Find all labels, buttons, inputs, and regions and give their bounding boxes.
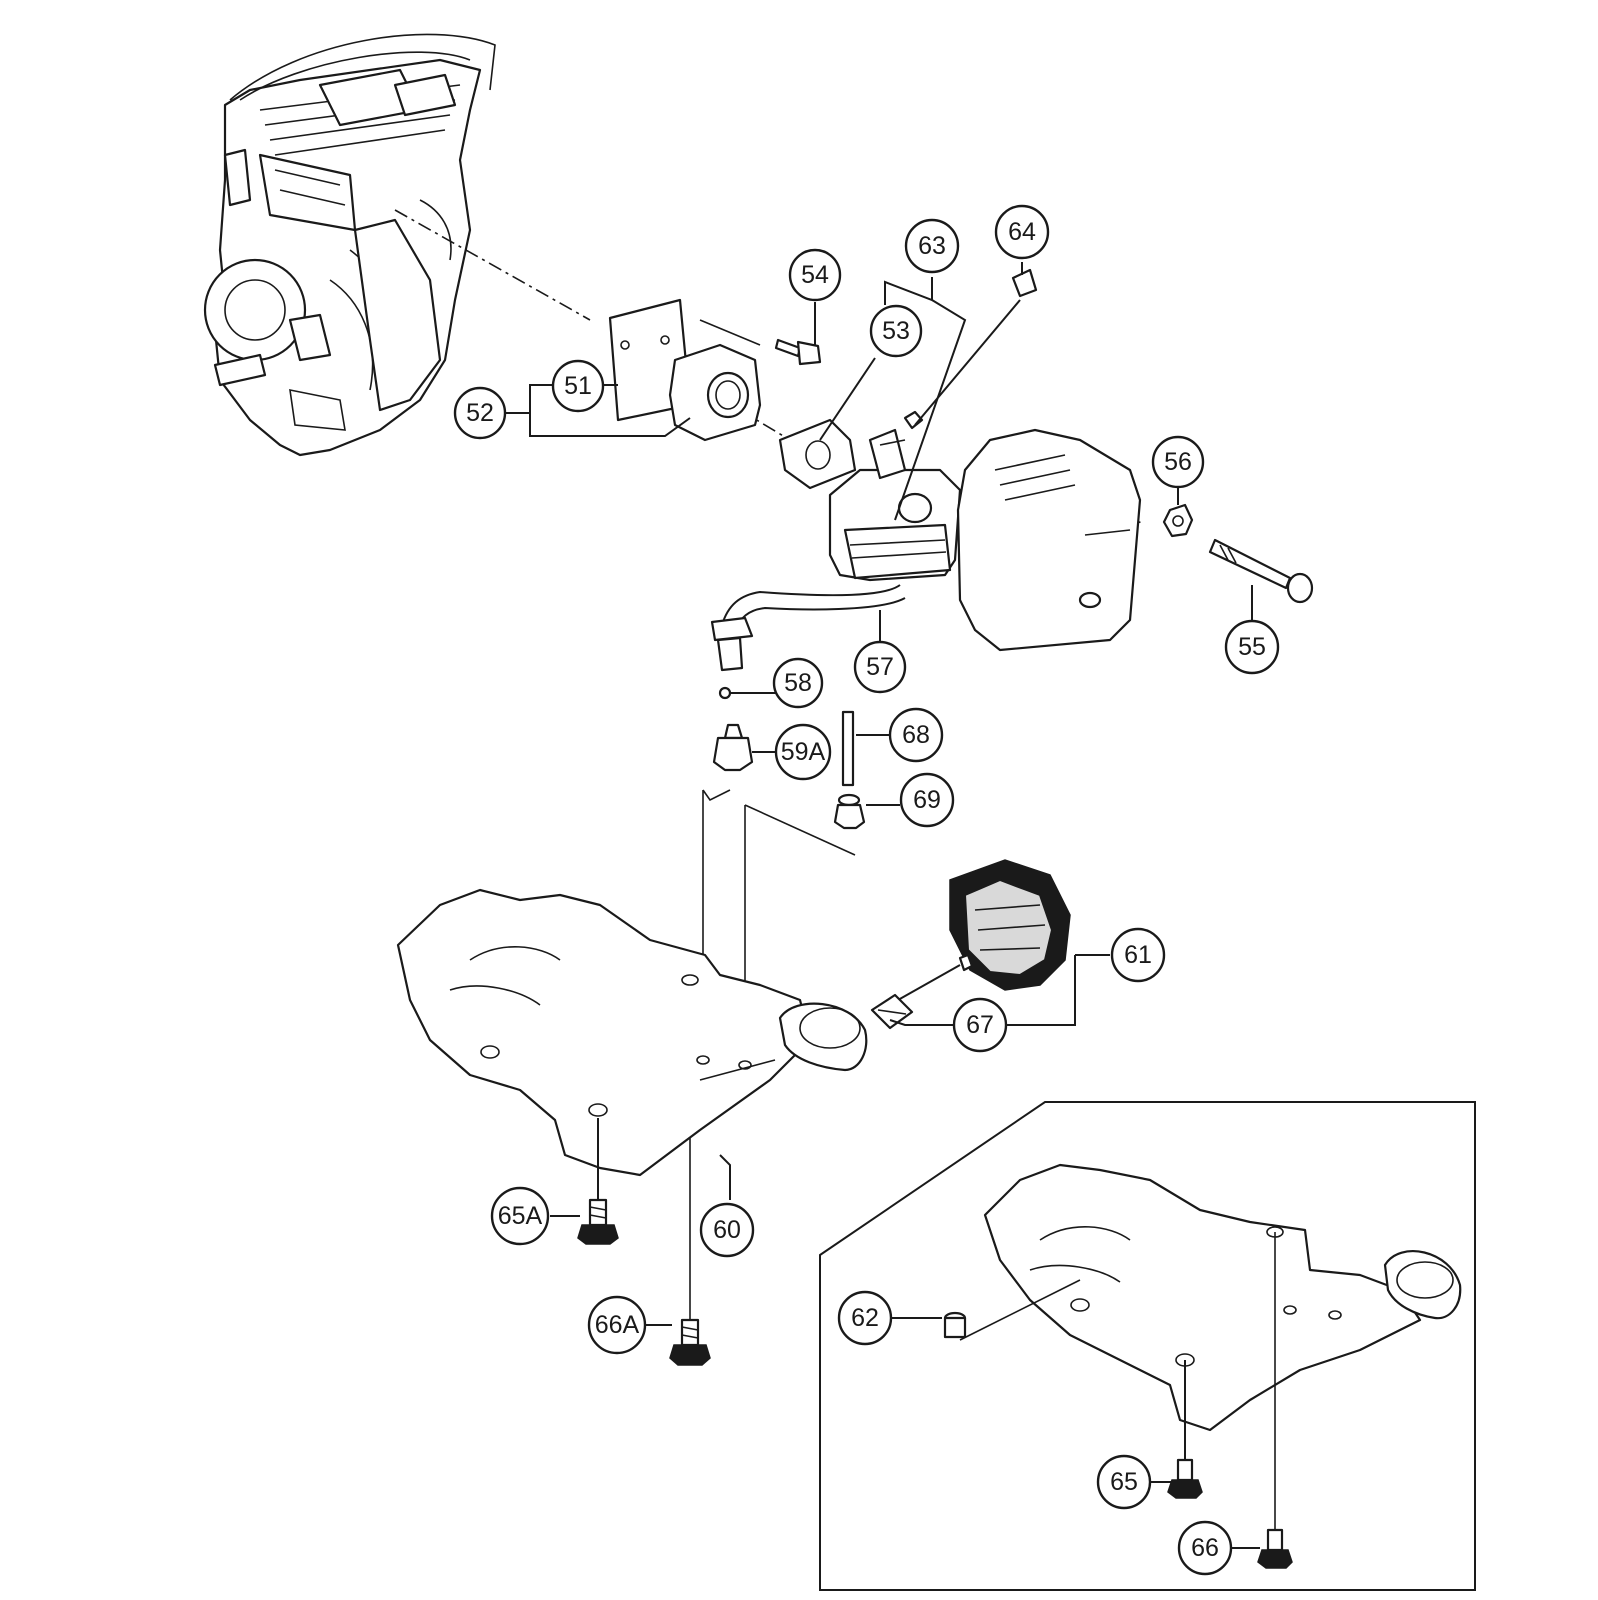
callout-53: 53 — [869, 304, 923, 358]
callout-51-label: 51 — [564, 372, 592, 400]
screw-65A — [577, 1118, 619, 1245]
callout-54-label: 54 — [801, 261, 829, 289]
callout-54: 54 — [788, 248, 842, 302]
carburetor-63 — [828, 410, 962, 582]
callout-59A-label: 59A — [781, 738, 826, 766]
assembly-line-engine — [394, 209, 591, 321]
callout-58: 58 — [772, 657, 824, 709]
fuel-line-57 — [710, 584, 906, 672]
callout-66A: 66A — [587, 1295, 647, 1355]
callout-56: 56 — [1151, 435, 1205, 489]
callout-56-label: 56 — [1164, 448, 1192, 476]
callout-61-label: 61 — [1124, 941, 1152, 969]
callout-66A-label: 66A — [595, 1311, 640, 1339]
screw-54 — [774, 338, 822, 366]
callout-53-label: 53 — [882, 317, 910, 345]
callout-57-label: 57 — [866, 653, 894, 681]
bolt-55 — [1208, 538, 1314, 604]
callout-60-label: 60 — [713, 1216, 741, 1244]
callout-65A-label: 65A — [498, 1202, 543, 1230]
callout-63-label: 63 — [918, 232, 946, 260]
screw-66 — [1257, 1528, 1293, 1569]
callout-62: 62 — [837, 1290, 893, 1346]
callout-57: 57 — [853, 640, 907, 694]
callout-64-label: 64 — [1008, 218, 1036, 246]
weight-67 — [870, 953, 974, 1030]
callout-64: 64 — [994, 204, 1050, 260]
callout-65A: 65A — [490, 1186, 550, 1246]
callout-55-label: 55 — [1238, 633, 1266, 661]
callout-66: 66 — [1177, 1520, 1233, 1576]
callout-67: 67 — [952, 997, 1008, 1053]
callout-61: 61 — [1110, 927, 1166, 983]
callout-65-label: 65 — [1110, 1468, 1138, 1496]
strainer-61 — [949, 859, 1071, 991]
callout-62-label: 62 — [851, 1304, 879, 1332]
callout-68-label: 68 — [902, 721, 930, 749]
air-cleaner-cover — [956, 428, 1142, 652]
callout-51: 51 — [551, 359, 605, 413]
callout-59A: 59A — [774, 723, 832, 781]
callout-63: 63 — [904, 218, 960, 274]
grommet-69 — [833, 793, 866, 830]
guide-line-grommet — [744, 804, 856, 856]
inset-alternate-tank — [819, 1101, 1476, 1591]
oring-58 — [718, 686, 732, 700]
callout-67-label: 67 — [966, 1011, 994, 1039]
collar-62 — [943, 1311, 967, 1339]
screw-65 — [1167, 1458, 1203, 1499]
callout-68: 68 — [888, 707, 944, 763]
engine-illustration — [203, 33, 496, 457]
callout-55: 55 — [1224, 619, 1280, 675]
callout-58-label: 58 — [784, 669, 812, 697]
callout-69-label: 69 — [913, 786, 941, 814]
nut-56 — [1162, 503, 1194, 538]
fuel-tank-60 — [396, 888, 868, 1177]
callout-60: 60 — [699, 1202, 755, 1258]
callout-69: 69 — [899, 772, 955, 828]
carburetor-adapter-52 — [668, 319, 762, 442]
leader-lines — [505, 262, 1260, 1549]
callout-52: 52 — [453, 386, 507, 440]
callout-65: 65 — [1096, 1454, 1152, 1510]
callout-52-label: 52 — [466, 399, 494, 427]
pipe-68 — [841, 710, 855, 787]
callout-66-label: 66 — [1191, 1534, 1219, 1562]
gasket-53 — [778, 418, 857, 490]
screw-66A — [669, 1318, 711, 1366]
clip-64 — [1011, 268, 1038, 298]
fuel-filter-59A — [712, 723, 754, 772]
